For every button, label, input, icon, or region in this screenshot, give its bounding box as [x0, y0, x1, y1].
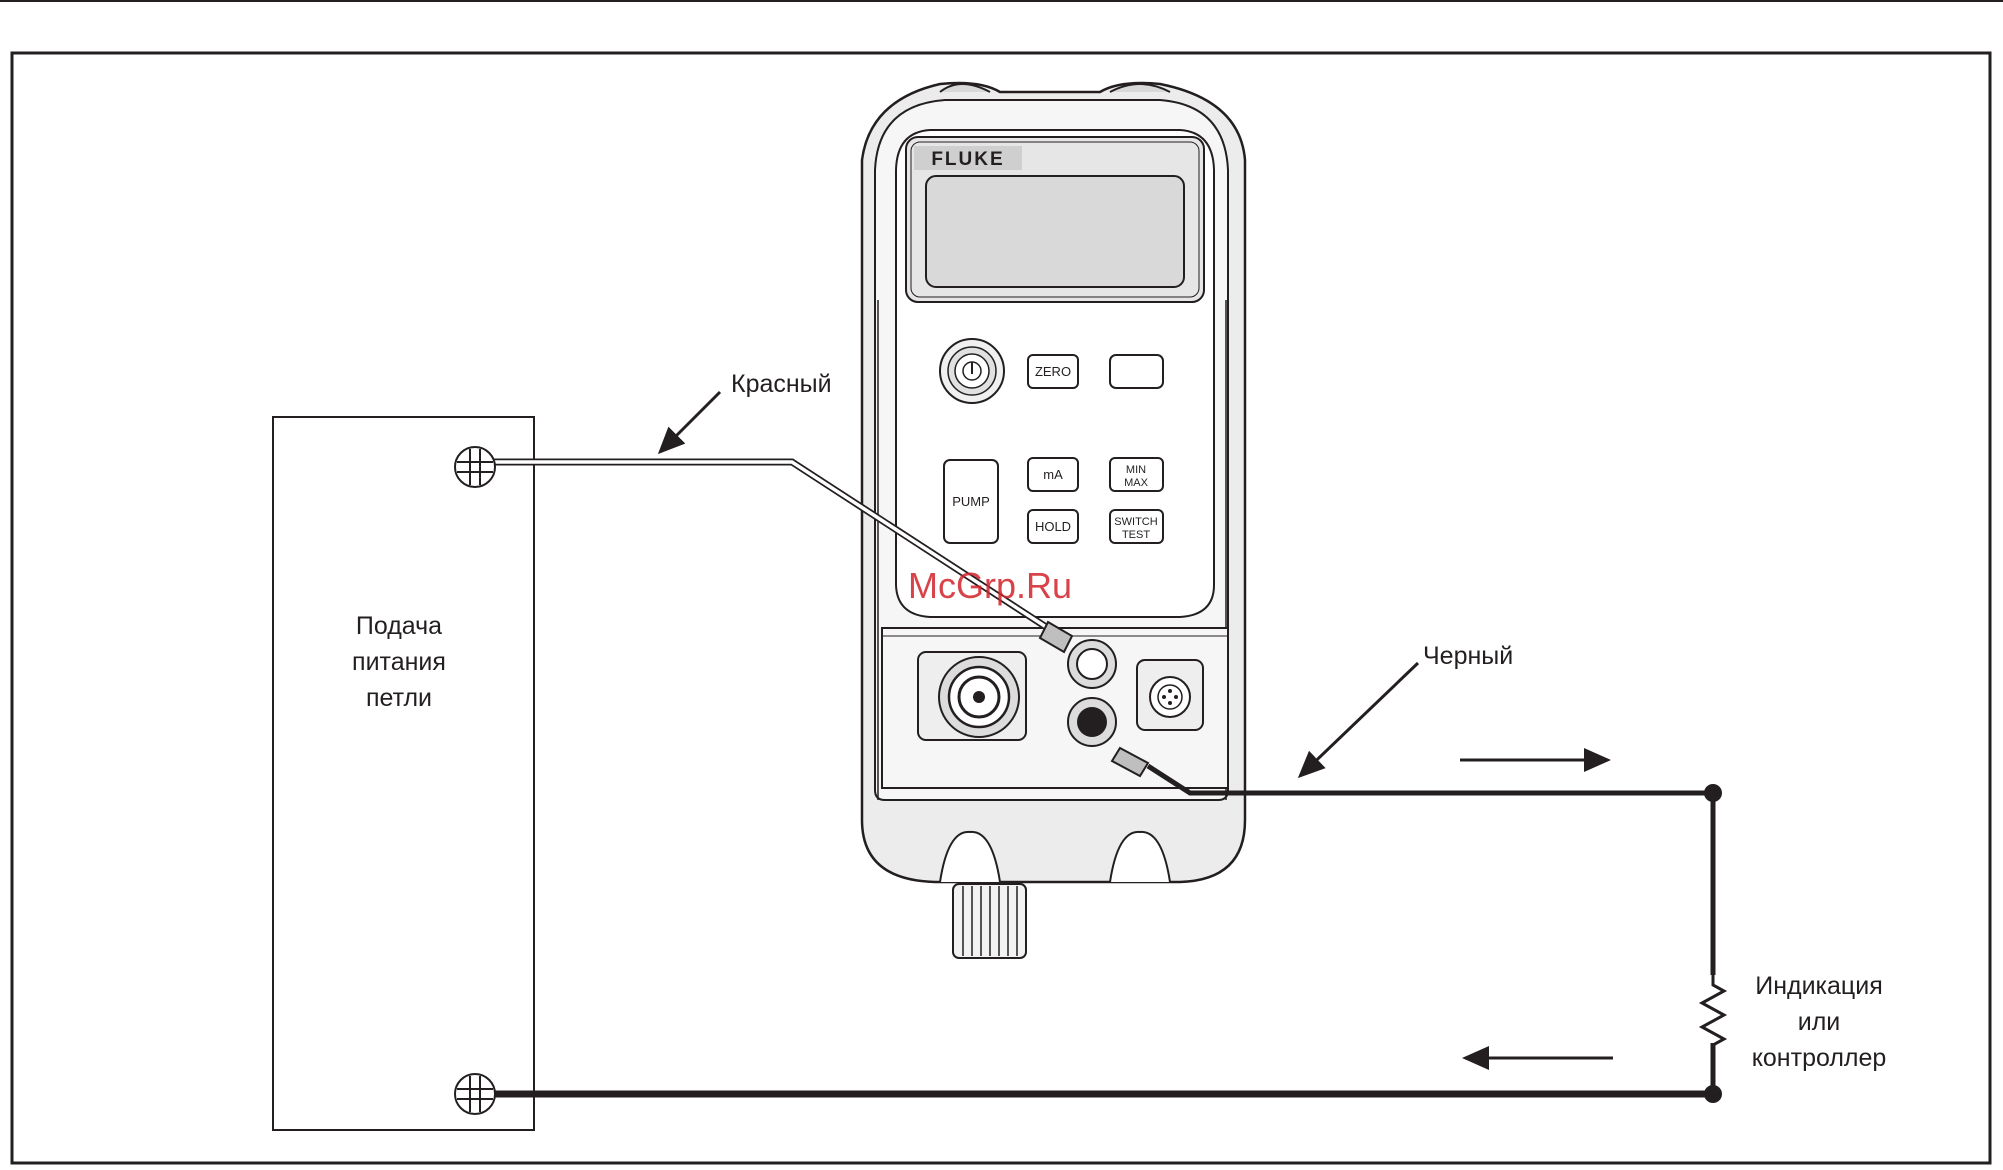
power-supply-label-line3: петли [366, 684, 432, 712]
pump-button[interactable]: PUMP [944, 460, 998, 543]
zero-button[interactable]: ZERO [1028, 355, 1078, 388]
power-button[interactable] [940, 339, 1004, 403]
brand-logo: FLUKE [931, 149, 1004, 170]
screw-terminal-icon [455, 1074, 495, 1114]
min-max-button[interactable]: MIN MAX [1110, 458, 1163, 491]
red-callout-arrow [660, 392, 720, 452]
red-jack[interactable] [1068, 640, 1116, 688]
ma-button[interactable]: mA [1028, 458, 1078, 491]
blank-button[interactable] [1110, 355, 1163, 388]
watermark: McGrp.Ru [908, 565, 1072, 606]
resistor-icon [1700, 975, 1726, 1053]
pressure-port[interactable] [918, 652, 1026, 740]
power-supply-label-line1: Подача [356, 612, 442, 640]
indicator-label-line3: контроллер [1752, 1044, 1887, 1072]
ma-button-label: mA [1043, 467, 1063, 482]
zero-button-label: ZERO [1035, 364, 1071, 379]
indicator-label-line2: или [1798, 1008, 1841, 1036]
switch-test-button[interactable]: SWITCH TEST [1110, 510, 1163, 543]
power-supply-label-line2: питания [352, 648, 446, 676]
pump-button-label: PUMP [952, 494, 990, 509]
switch-label: SWITCH [1114, 516, 1157, 528]
lcd-screen [926, 176, 1184, 287]
red-lead-label: Красный [731, 370, 832, 398]
adjustment-knob[interactable] [953, 884, 1026, 958]
indicator-label-line1: Индикация [1755, 972, 1883, 1000]
module-connector[interactable] [1137, 660, 1203, 730]
loop-power-supply: Подача питания петли [273, 417, 534, 1130]
test-label: TEST [1122, 529, 1150, 541]
black-jack[interactable] [1068, 698, 1116, 746]
fluke-device: FLUKE ZERO PUMP mA [862, 83, 1245, 958]
junction-bottom [1704, 1085, 1722, 1103]
hold-button-label: HOLD [1035, 519, 1071, 534]
hold-button[interactable]: HOLD [1028, 510, 1078, 543]
min-label: MIN [1126, 464, 1146, 476]
junction-top [1704, 784, 1722, 802]
screw-terminal-icon [455, 447, 495, 487]
black-callout-arrow [1300, 663, 1418, 776]
black-lead-label: Черный [1423, 642, 1513, 670]
max-label: MAX [1124, 477, 1149, 489]
